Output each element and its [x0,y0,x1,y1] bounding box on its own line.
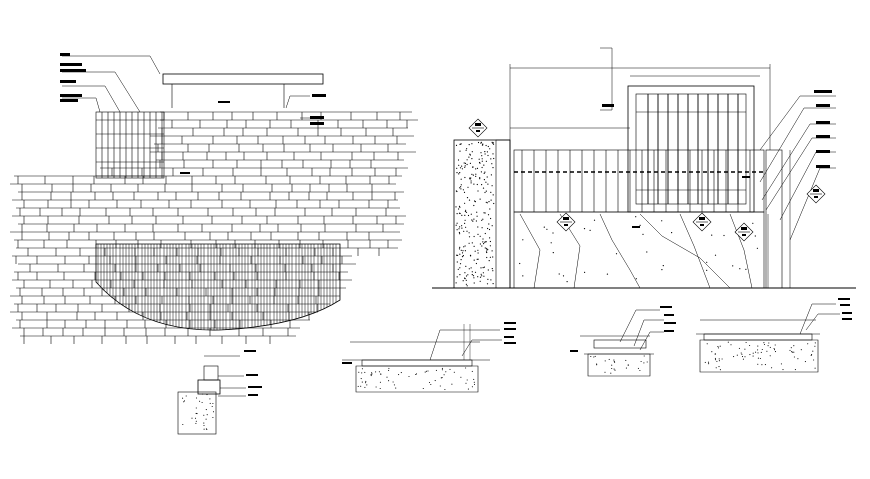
wall-section-view [432,47,856,289]
dimension-lines [509,64,791,288]
section-marker-icon [692,212,712,232]
trellis-lines [96,112,164,178]
step-detail-1 [342,322,516,393]
label-blocks [60,53,326,174]
section-marker-icon [556,212,576,232]
concrete-column [453,139,511,289]
trellis-frame [95,111,165,179]
concrete-hatch [455,141,495,287]
section-marker-icon [734,222,754,242]
grid-bars [514,94,764,212]
canopy-top [162,73,324,85]
section-markers [468,118,826,242]
woven-paving-panel [95,243,341,331]
rock-fill [513,211,765,289]
coping-detail [177,350,262,435]
rock-cracks [519,213,759,289]
label-blocks [602,90,832,228]
leader-lines [62,55,324,119]
step-detail-2 [570,306,676,377]
concrete-hatch [182,341,816,430]
paving-plan-view [10,53,418,344]
step-detail-3 [696,298,852,373]
section-marker-icon [468,118,488,138]
grid-frame [513,149,765,213]
section-marker-icon [806,184,826,204]
details-view [177,298,852,435]
